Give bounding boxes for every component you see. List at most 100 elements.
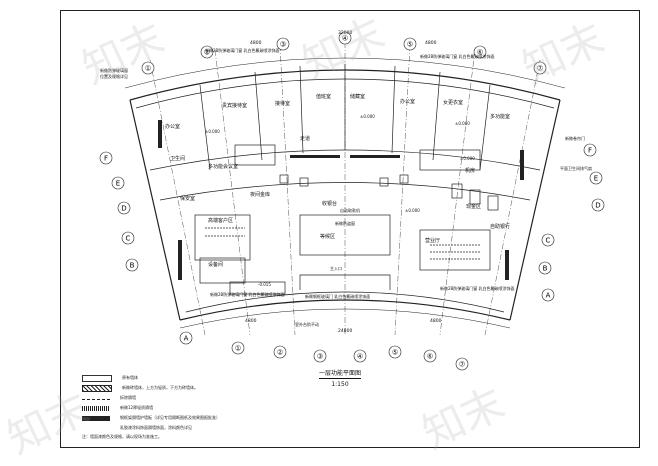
axis-label: ⑤ (392, 349, 398, 357)
room-label: 现金区 (466, 203, 481, 210)
axis-bubble (200, 45, 214, 59)
legend-text: 新做12厚轻质隔墙 (120, 405, 154, 410)
annotation: 室外台阶不动 (295, 321, 319, 327)
axis-bubble (541, 288, 555, 302)
annotation: 平面卫生间排气扇 (560, 165, 592, 171)
axis-bubble (423, 349, 437, 363)
axis-bubble (388, 345, 402, 359)
level-mark: ±0.000 (360, 114, 375, 119)
dimension-label: 24800 (338, 328, 352, 334)
axis-bubble (273, 345, 287, 359)
legend-swatch (82, 374, 112, 382)
legend-row: 原有墙体 (82, 372, 138, 384)
room-label: 多功能室 (490, 113, 510, 120)
left-wall (129, 99, 181, 321)
axis-bubble (179, 331, 193, 345)
axis-label: F (588, 147, 592, 155)
dimension-label: 4800 (425, 40, 437, 46)
drawing-title-block: 一层功能平面图 1:150 (280, 360, 400, 388)
level-mark: ±0.000 (205, 129, 220, 134)
room-label: 等候区 (320, 233, 335, 240)
axis-label: ③ (317, 353, 323, 361)
axis-label: D (595, 202, 600, 210)
footnote: 注：墙面漆颜色及规格，请以现场为准施工。 (82, 434, 162, 439)
room-label: 营业厅 (425, 237, 440, 244)
axis-bubble (231, 341, 245, 355)
annotation: 主入口 (330, 265, 342, 271)
legend-text: 拆除隔墙 (120, 395, 136, 400)
axis-bubble (121, 231, 135, 245)
legend-swatch (82, 415, 110, 421)
dimension-label: 4800 (245, 318, 257, 324)
axis-bubble (125, 258, 139, 272)
axis-label: B (543, 265, 548, 273)
annotation: 新做2B防弹玻璃门窗 乳白色氟碳喷涂饰面 (420, 53, 495, 59)
axis-bubble (111, 176, 125, 190)
annotation: 新做钢框玻璃门 乳白色氟碳喷涂饰面 (305, 293, 370, 299)
axis-bubble (473, 45, 487, 59)
legend-swatch (82, 384, 112, 392)
drawing-title: 一层功能平面图 (318, 370, 361, 379)
sheet-frame (60, 10, 640, 448)
axis-bubble (338, 31, 352, 45)
annotation: 新做防弹玻璃窗 (100, 67, 128, 73)
axis-bubble (455, 357, 469, 371)
axis-bubble (583, 143, 597, 157)
room-label: 卫生间 (170, 155, 185, 162)
room-label: 接待室 (275, 100, 290, 107)
annotation: 新做防盗窗 (335, 220, 355, 226)
axis-bubble (313, 349, 327, 363)
axis-label: ⑥ (427, 353, 433, 361)
annotation: 自动取款机 (340, 207, 360, 213)
axis-bubble (533, 61, 547, 75)
axis-bubble (591, 198, 605, 212)
axis-bubble (99, 151, 113, 165)
room-label: 夜间金库 (250, 191, 270, 198)
room-label: 办公室 (400, 98, 415, 105)
axis-label: ⑦ (537, 65, 543, 73)
room-label: 储藏室 (350, 93, 365, 100)
legend-text: 原有墙体 (122, 375, 138, 380)
axis-label: ⑤ (407, 41, 413, 49)
legend-swatch (82, 426, 110, 431)
axis-bubble (541, 233, 555, 247)
room-label: 贵宾接待室 (222, 102, 247, 109)
axis-bubble (353, 349, 367, 363)
legend-swatch (82, 398, 110, 400)
room-label: 机房 (465, 167, 475, 174)
level-mark: ±0.000 (455, 121, 470, 126)
axis-label: A (184, 335, 189, 343)
axis-label: ⑥ (477, 49, 483, 57)
axis-label: ① (235, 345, 241, 353)
level-mark: ±0.000 (460, 156, 475, 161)
room-label: 走道 (300, 135, 310, 142)
legend-swatch (82, 405, 110, 411)
axis-label: B (130, 262, 135, 270)
legend-extra-text: 乳胶漆涂料饰面隔墙饰面，涂料颜色详见 (120, 425, 192, 430)
axis-label: ② (277, 349, 283, 357)
drawing-scale: 1:150 (331, 381, 349, 388)
legend-row: 钢框架隔墙护墙板（详见专用隔断图纸及效果图报批准） (82, 412, 220, 424)
dim-top (124, 57, 566, 89)
dimension-label: 4800 (430, 318, 442, 324)
right-wall (509, 99, 561, 321)
level-mark: ±0.000 (405, 208, 420, 213)
level-mark: -0.015 (258, 282, 271, 287)
legend-row: 新做砖墙体，上方为轻质，下方为砖墙体。 (82, 382, 198, 394)
room-label: 收银台 (322, 200, 337, 207)
legend-text: 新做砖墙体，上方为轻质，下方为砖墙体。 (122, 385, 198, 390)
dim-bottom (179, 308, 511, 329)
axis-label: ④ (342, 35, 348, 43)
annotation: 新做2B防弹玻璃门窗 乳白色氟碳喷涂饰面 (440, 285, 515, 291)
dimension-label: 32000 (338, 30, 352, 36)
room-label: 多功能会议室 (208, 163, 238, 170)
axis-label: C (546, 237, 551, 245)
room-label: 女更衣室 (443, 99, 463, 106)
axis-label: C (126, 235, 131, 243)
axis-label: D (121, 205, 126, 213)
